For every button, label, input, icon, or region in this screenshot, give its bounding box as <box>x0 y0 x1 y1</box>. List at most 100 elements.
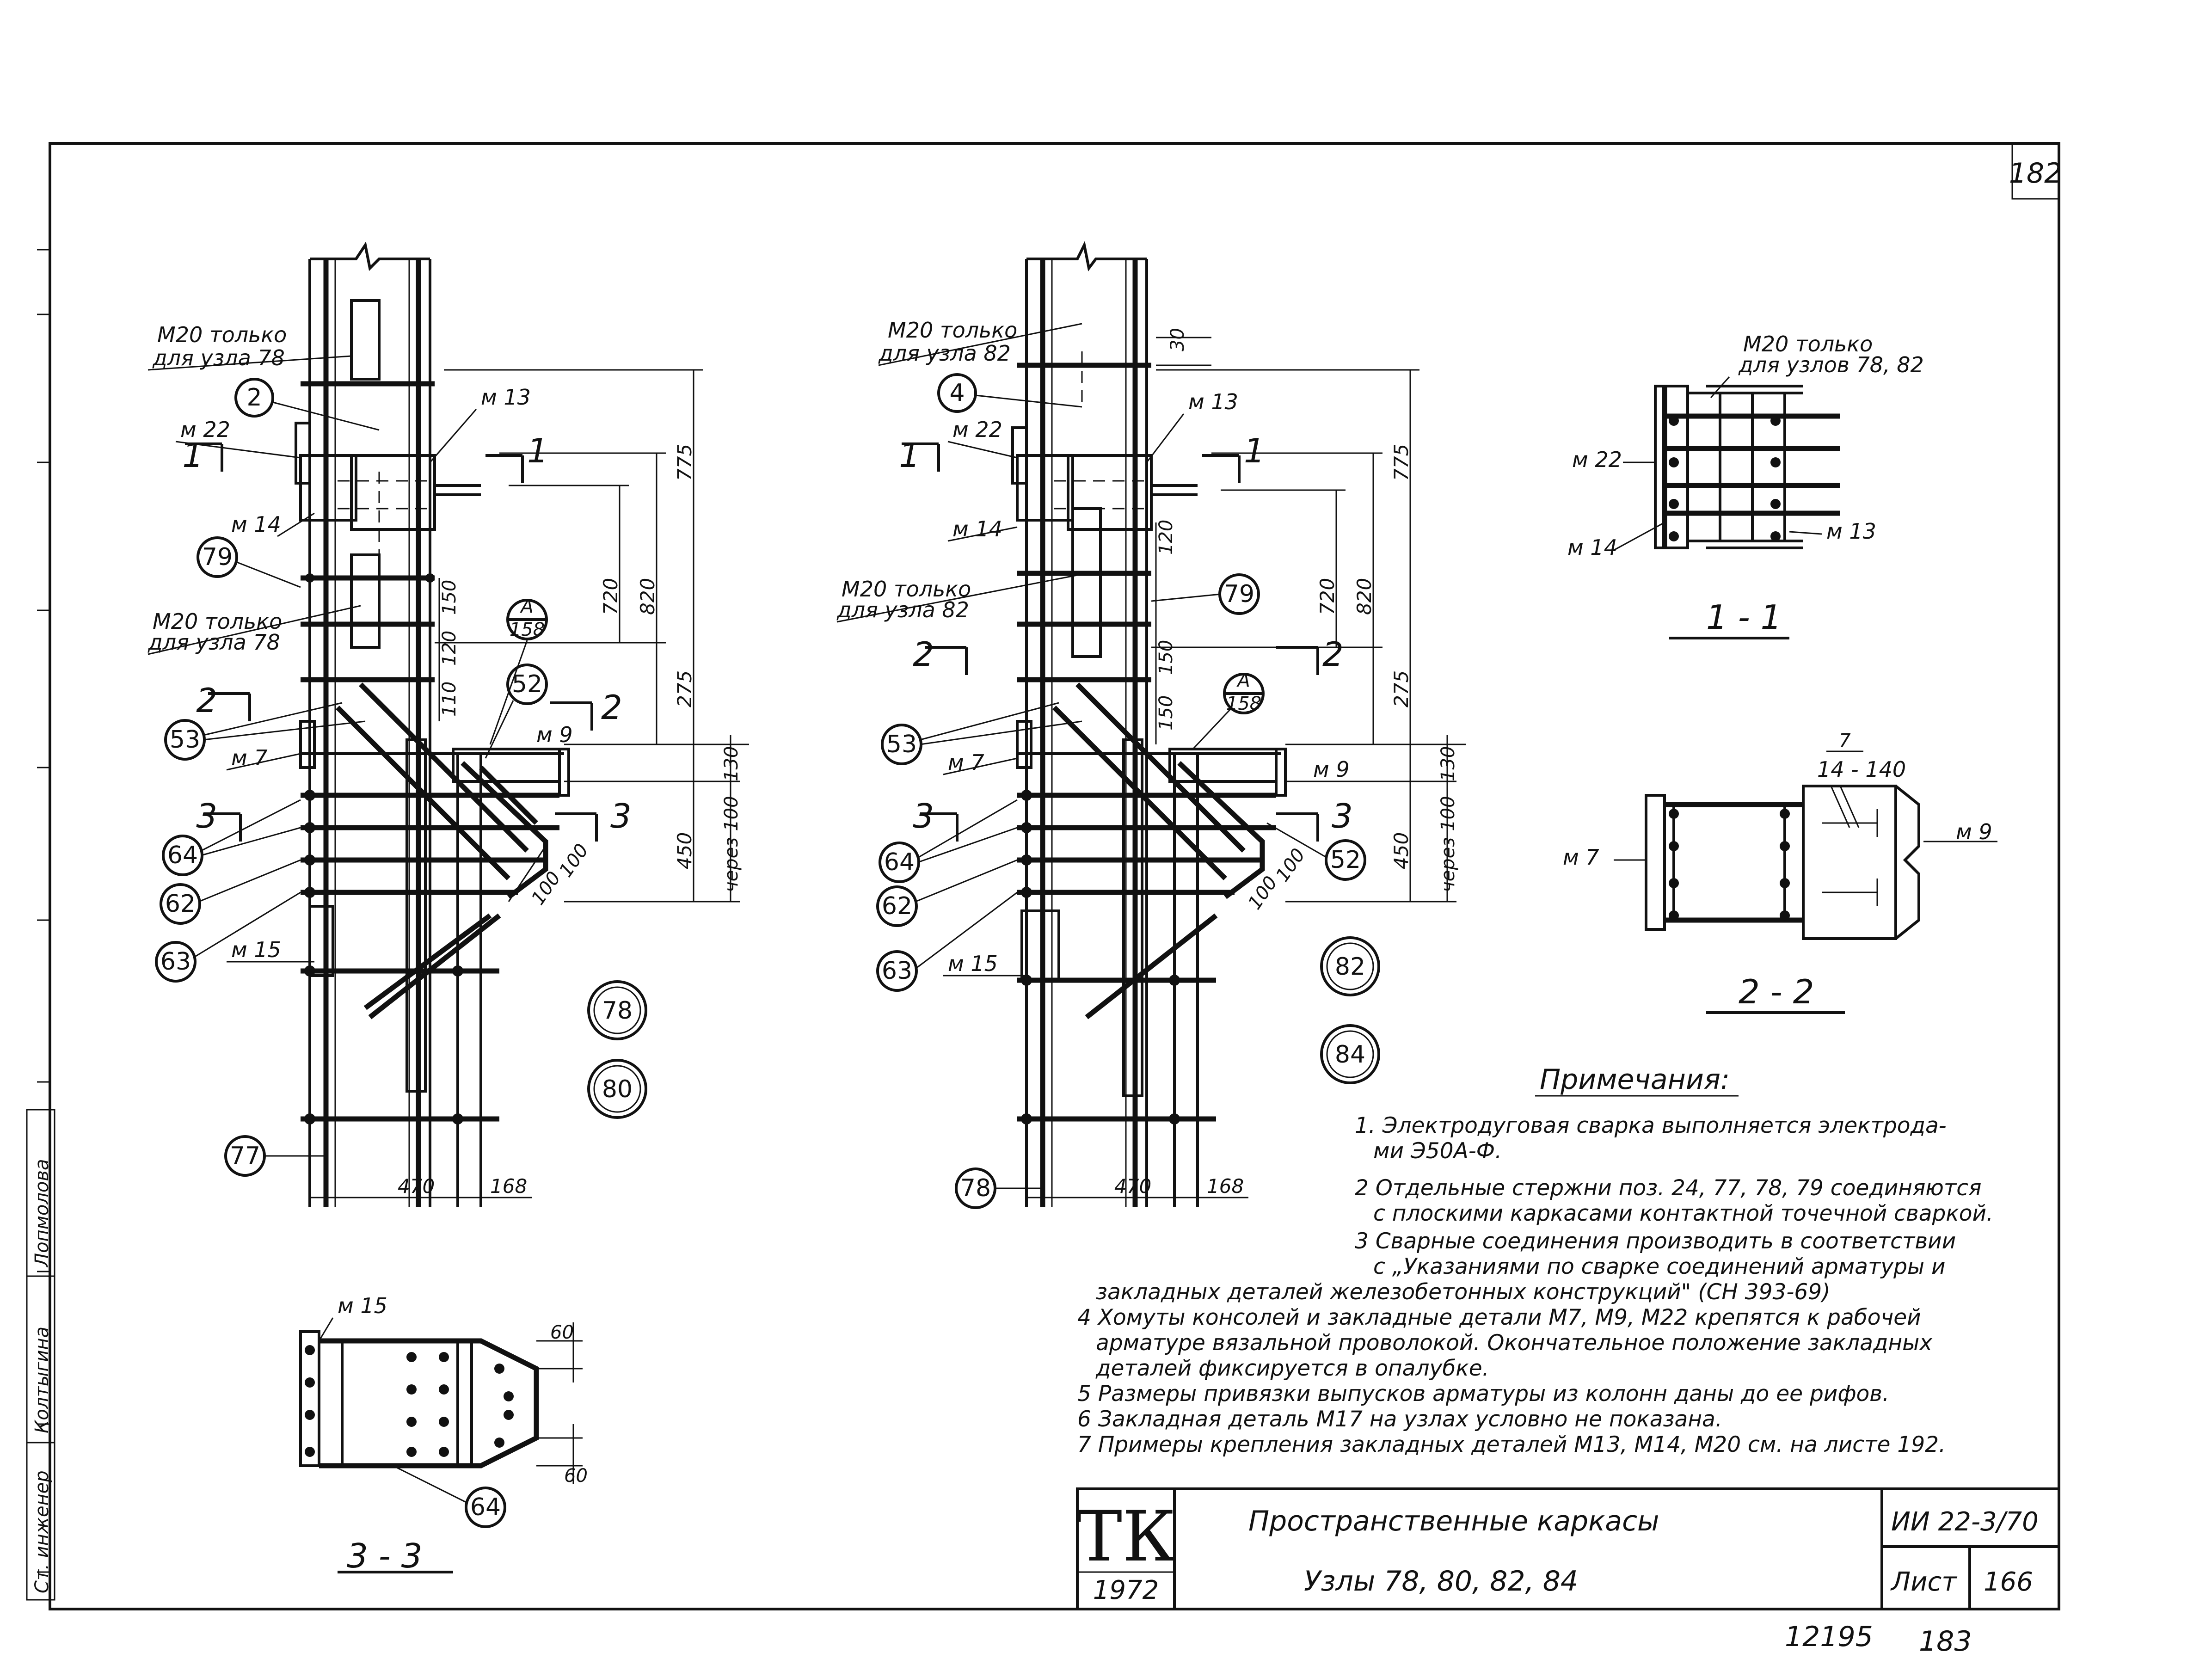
stamp-position: Ст. инженер <box>31 1470 53 1593</box>
dim-450-b: 450 <box>1390 832 1413 869</box>
bolt-label-spec: 14 - 140 <box>1817 757 1906 782</box>
margin-stamp: Ст. инженер Колтыгина Лопмолова <box>26 1109 55 1601</box>
node-78-80-drawing: 1 1 2 2 3 3 775 820 720 275 450 130 чере… <box>147 241 749 1207</box>
tag-m14: м 14 <box>231 512 281 537</box>
dim-60-b: 60 <box>564 1465 588 1487</box>
note-4a: 4 Хомуты консолей и закладные детали М7,… <box>1077 1305 1921 1330</box>
node-78: 78 <box>602 997 633 1025</box>
mark-3-left-b: 3 <box>913 797 934 836</box>
note-7: 7 Примеры крепления закладных деталей М1… <box>1077 1432 1946 1457</box>
note-4b: арматуре вязальной проволокой. Окончател… <box>1096 1330 1933 1356</box>
dim-100-a: 100 <box>528 868 565 909</box>
tag-for-node-78-2: для узла 78 <box>147 630 280 655</box>
note-1b: ми Э50А-Ф. <box>1373 1138 1502 1164</box>
dim-step-b: через 100 <box>1438 796 1459 892</box>
dim-150-b: 150 <box>1155 640 1177 675</box>
mark-1-right: 1 <box>527 431 548 470</box>
pos-52: 52 <box>512 670 542 698</box>
node-84: 84 <box>1335 1041 1365 1069</box>
note-6: 6 Закладная деталь М17 на узлах условно … <box>1077 1407 1722 1432</box>
dim-168: 168 <box>490 1175 527 1198</box>
tag-m13-s11: м 13 <box>1826 519 1876 544</box>
tb-code: ИИ 22-3/70 <box>1891 1507 2039 1537</box>
section-3-3: 60 60 м 15 64 3 - 3 <box>299 1293 588 1575</box>
dim-450: 450 <box>673 832 696 869</box>
tb-sheet-label: Лист <box>1890 1567 1957 1597</box>
node-82: 82 <box>1335 953 1365 981</box>
tag-for-nodes-78-82: для узлов 78, 82 <box>1738 352 1924 377</box>
dim-120-b: 120 <box>1155 520 1177 555</box>
tag-m14-s11: м 14 <box>1567 535 1617 560</box>
mark-2-right: 2 <box>601 688 622 727</box>
note-2a: 2 Отдельные стержни поз. 24, 77, 78, 79 … <box>1355 1175 1981 1201</box>
footer-inventory: 12195 <box>1785 1621 1873 1653</box>
dim-720-b: 720 <box>1316 578 1339 615</box>
tag-m22-s11: м 22 <box>1572 447 1622 472</box>
tag-m22-b: м 22 <box>952 417 1002 442</box>
tag-m15-b: м 15 <box>948 951 998 976</box>
pos-62-b: 62 <box>882 892 912 920</box>
dim-100-b: 100 <box>555 840 593 881</box>
note-4c: деталей фиксируется в опалубке. <box>1095 1356 1489 1381</box>
section-1-1-title: 1 - 1 <box>1706 598 1782 637</box>
tag-m7-b: м 7 <box>948 750 984 775</box>
dim-130-b: 130 <box>1438 746 1459 781</box>
tag-m20-only-c: М20 только <box>842 577 971 602</box>
note-5: 5 Размеры привязки выпусков арматуры из … <box>1077 1381 1889 1407</box>
tag-m9-b: м 9 <box>1313 757 1350 782</box>
dim-820: 820 <box>636 578 659 615</box>
tag-m20-only: М20 только <box>157 322 287 347</box>
sheet-number: 182 <box>2009 157 2062 190</box>
sheet-number-box <box>2011 142 2060 200</box>
left-margin-ticks <box>37 249 50 1573</box>
note-3a: 3 Сварные соединения производить в соотв… <box>1355 1229 1956 1254</box>
node-80: 80 <box>602 1075 633 1103</box>
notes-title: Примечания: <box>1540 1063 1730 1096</box>
stamp-signature: Колтыгина <box>31 1327 53 1433</box>
tag-m20-only-2: М20 только <box>153 609 282 634</box>
tag-m15: м 15 <box>231 937 281 962</box>
pos-63: 63 <box>160 948 191 976</box>
pos-53-b: 53 <box>886 731 917 758</box>
pos-53: 53 <box>170 726 200 754</box>
notes-block: Примечания: 1. Электродуговая сварка вып… <box>1077 1063 1993 1457</box>
tag-m13-b: м 13 <box>1188 389 1238 414</box>
dim-470-b: 470 <box>1114 1175 1151 1198</box>
detail-a: А <box>519 596 533 617</box>
dim-30: 30 <box>1167 328 1188 351</box>
tag-m9: м 9 <box>536 722 573 747</box>
dim-720: 720 <box>599 578 622 615</box>
tag-m22: м 22 <box>180 417 230 442</box>
mark-1-right-b: 1 <box>1244 431 1265 470</box>
mark-2-left: 2 <box>196 681 217 720</box>
pos-79: 79 <box>202 543 233 571</box>
dim-470: 470 <box>398 1175 435 1198</box>
dim-120: 120 <box>439 631 460 666</box>
note-3b: с „Указаниями по сварке соединений армат… <box>1373 1254 1946 1279</box>
note-2b: с плоскими каркасами контактной точечной… <box>1373 1201 1993 1226</box>
pos-77: 77 <box>230 1142 260 1170</box>
dim-150-c: 150 <box>1155 695 1177 731</box>
note-3c: закладных деталей железобетонных констру… <box>1096 1279 1830 1305</box>
tb-sheet-no: 166 <box>1984 1567 2033 1597</box>
tag-m20-only-s11: М20 только <box>1743 332 1873 356</box>
pos-52-b: 52 <box>1330 846 1361 874</box>
dim-60-a: 60 <box>550 1322 574 1343</box>
dim-775: 775 <box>673 444 696 481</box>
sheet-frame <box>49 142 2060 1610</box>
detail-sheet-b: 158 <box>1226 693 1261 714</box>
dim-150: 150 <box>439 580 460 615</box>
stamp-name: Лопмолова <box>31 1159 53 1268</box>
mark-3-right: 3 <box>610 797 632 836</box>
mark-1-left-b: 1 <box>899 436 920 475</box>
mark-2-right-b: 2 <box>1322 635 1344 674</box>
dim-110: 110 <box>439 682 460 717</box>
pos-2: 2 <box>246 384 262 412</box>
dim-100-d: 100 <box>1272 845 1309 886</box>
tag-m9-s22: м 9 <box>1956 819 1992 844</box>
pos-64-s33: 64 <box>470 1493 501 1521</box>
title-block: ТК 1972 Пространственные каркасы Узлы 78… <box>1076 1487 2060 1610</box>
pos-62: 62 <box>165 890 196 918</box>
tag-m7: м 7 <box>231 745 268 770</box>
